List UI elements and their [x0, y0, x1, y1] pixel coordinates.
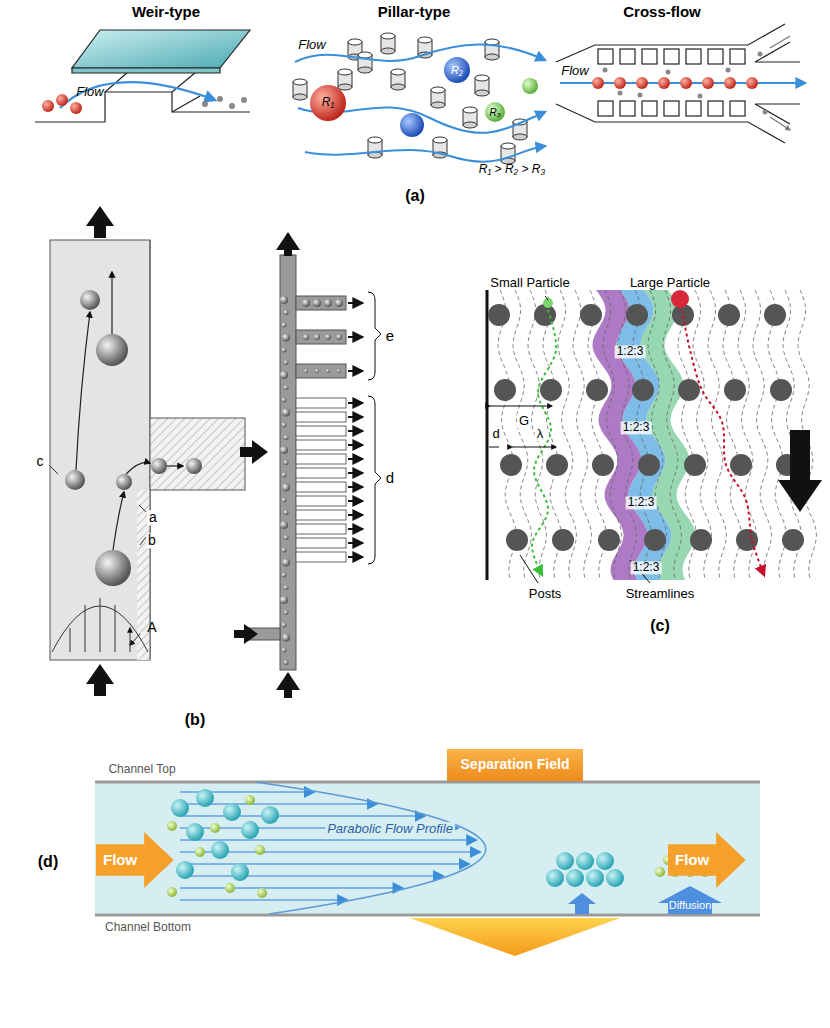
callout-letter: d: [384, 470, 396, 487]
pillar: [475, 75, 489, 96]
post: [626, 304, 648, 326]
radius-order: R₁ > R₂ > R₃: [477, 163, 547, 176]
post: [764, 304, 786, 326]
post: [644, 529, 666, 551]
post: [690, 529, 712, 551]
pillar-square: [598, 101, 613, 116]
flow-label: Flow: [559, 64, 590, 78]
branch-channel: [50, 206, 268, 696]
callout-letter: b: [146, 533, 158, 548]
panel-tag: (d): [36, 853, 60, 871]
node-text: Separation Field: [461, 757, 570, 772]
post: [506, 529, 528, 551]
pillar-square: [686, 49, 701, 64]
callout-letter: a: [147, 510, 159, 525]
post: [552, 529, 574, 551]
post: [494, 379, 516, 401]
dld-array: [487, 290, 822, 583]
radius-label: R₃: [487, 107, 502, 118]
post: [724, 379, 746, 401]
pillar-square: [664, 101, 679, 116]
post: [598, 529, 620, 551]
post: [678, 379, 700, 401]
pillar-square: [730, 101, 745, 116]
pillar-square: [642, 49, 657, 64]
flow-label: Flow: [296, 38, 327, 52]
dimension-label: d: [490, 427, 501, 441]
pillar: [381, 33, 395, 54]
post: [500, 454, 522, 476]
pillar-square: [664, 49, 679, 64]
node-text: Flow: [675, 852, 709, 869]
pillar-square: [620, 101, 635, 116]
panel-tag: (a): [403, 187, 427, 205]
post: [770, 379, 792, 401]
panel-title: Pillar-type: [376, 4, 453, 21]
panel-title: Cross-flow: [621, 4, 703, 21]
post: [540, 379, 562, 401]
profile-label: Parabolic Flow Profile: [325, 822, 455, 836]
ratio-label: 1:2:3: [615, 345, 646, 358]
dimension-label: G: [517, 414, 531, 428]
panel-tag: (c): [648, 617, 672, 635]
pillar: [391, 69, 405, 90]
node-text: Flow: [103, 852, 137, 869]
ratio-label: 1:2:3: [621, 421, 652, 434]
post: [592, 454, 614, 476]
particle-label: Small Particle: [488, 276, 571, 290]
flow-label: Flow: [74, 85, 105, 99]
post: [586, 379, 608, 401]
pillar: [463, 107, 477, 128]
cross-flow-illustration: [556, 24, 805, 143]
pillar: [485, 39, 499, 60]
pillar-square: [686, 101, 701, 116]
particle-label: Large Particle: [628, 276, 712, 290]
pinched-flow-array: [234, 232, 381, 698]
wall-label: Channel Top: [106, 763, 177, 776]
post: [782, 529, 804, 551]
post: [488, 304, 510, 326]
pillar-square: [620, 49, 635, 64]
post: [718, 304, 740, 326]
post: [684, 454, 706, 476]
pillar: [501, 143, 515, 164]
panel-title: Weir-type: [130, 4, 202, 21]
radius-label: R₁: [320, 96, 336, 109]
diffusion-label: Diffusion: [667, 899, 714, 911]
ratio-label: 1:2:3: [631, 561, 662, 574]
dimension-label: λ: [535, 427, 546, 441]
callout-letter: A: [145, 620, 158, 635]
flow-arrow: Flow: [96, 832, 174, 888]
flow-arrow: Flow: [668, 832, 746, 888]
callout-letter: c: [35, 454, 46, 469]
callout-letter: e: [384, 328, 396, 345]
pillar: [431, 87, 445, 108]
pillar: [358, 52, 372, 73]
pillar-square: [708, 49, 723, 64]
pillar-square: [708, 101, 723, 116]
panel-tag: (b): [183, 711, 207, 729]
radius-label: R₂: [449, 64, 465, 76]
ratio-label: 1:2:3: [626, 496, 657, 509]
pillar: [338, 69, 352, 90]
ffff-channel: [95, 782, 760, 956]
pillar-illustration: [293, 33, 545, 164]
wall-label: Channel Bottom: [103, 921, 193, 934]
pillar-square: [642, 101, 657, 116]
post: [632, 379, 654, 401]
posts-label: Posts: [527, 587, 564, 601]
pillar-square: [730, 49, 745, 64]
post: [638, 454, 660, 476]
pillar: [293, 79, 307, 100]
post: [730, 454, 752, 476]
post: [580, 304, 602, 326]
pillar: [368, 137, 382, 158]
post: [546, 454, 568, 476]
separation-field-box: Separation Field: [447, 749, 584, 780]
streamlines-label: Streamlines: [624, 587, 697, 601]
weir-illustration: [35, 30, 250, 122]
pillar-square: [598, 49, 613, 64]
